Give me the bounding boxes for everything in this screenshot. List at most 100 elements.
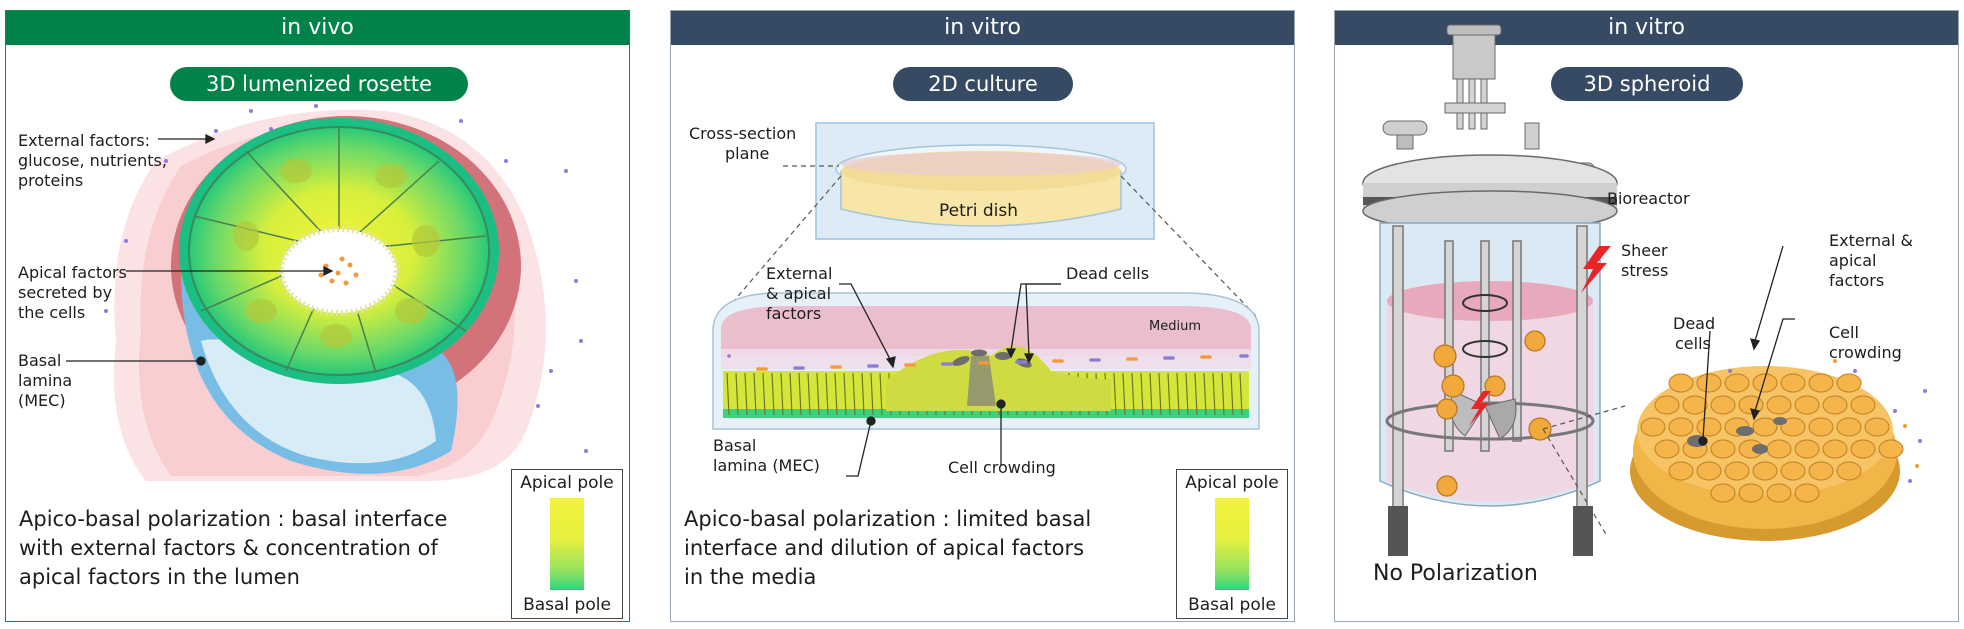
spheroid-cell (1822, 395, 1848, 415)
spheroid-cell (1794, 395, 1820, 415)
spheroid-cell (1738, 395, 1764, 415)
spheroid-cell (1808, 373, 1834, 393)
cell-boundary (753, 372, 757, 416)
cell-boundary (879, 372, 883, 416)
spheroid-cell (1780, 461, 1806, 481)
cell-boundary (1203, 372, 1207, 416)
floating-spheroids (1433, 330, 1552, 497)
spheroid-cell (1780, 417, 1806, 437)
cell-boundary (843, 372, 847, 416)
cell-boundary (825, 372, 829, 416)
spheroid-cell (1654, 439, 1680, 459)
spheroid-cell (1766, 483, 1792, 503)
spheroid-cell (1724, 461, 1750, 481)
factor-dot (1239, 354, 1243, 358)
leader-lines (1698, 245, 1795, 446)
factor-dot (727, 354, 731, 358)
factor-dot (1126, 357, 1130, 361)
cell-boundary (1221, 372, 1225, 416)
spheroid-cell (1766, 395, 1792, 415)
panel-header: in vitro (671, 11, 1294, 45)
spheroid-cell (1668, 417, 1694, 437)
leader-lines (839, 283, 1061, 477)
leader-lines (66, 133, 334, 366)
factor-dot (978, 361, 982, 365)
panel-3d-spheroid: in vitro 3D spheroid (1334, 10, 1959, 622)
cell-boundary (744, 372, 748, 416)
lightning-icon (1581, 246, 1611, 293)
cell-boundary (852, 372, 856, 416)
spheroid-cell (1808, 461, 1834, 481)
cell-boundary (1230, 372, 1234, 416)
cell-boundary (771, 372, 775, 416)
spheroid-cell (1738, 483, 1764, 503)
label-external-factors: External factors: glucose, nutrients, pr… (18, 131, 167, 190)
label-dead-cells: Dead cells (1066, 264, 1150, 283)
cell-boundary (1149, 372, 1153, 416)
spheroid-cell (1850, 395, 1876, 415)
label-basal-lamina: Basal lamina (MEC) (18, 351, 73, 410)
factor-dot (1200, 355, 1204, 359)
label-dead-cells: Dead cells (1673, 314, 1716, 353)
cell-boundary (1212, 372, 1216, 416)
label-petri-dish: Petri dish (939, 201, 1019, 221)
external-factor-dots (1728, 369, 1927, 483)
panel-pill: 3D spheroid (1551, 67, 1743, 101)
spheroid-cell (1696, 373, 1722, 393)
caption-no-polarization: No Polarization (1373, 561, 1538, 586)
dead-cells (952, 349, 1032, 406)
legend-apical-pole: Apical pole (1185, 473, 1279, 493)
spheroid-cell (1878, 439, 1904, 459)
spheroid-cell (1710, 395, 1736, 415)
factor-dot (1052, 359, 1056, 363)
spheroid-cell (1668, 461, 1694, 481)
cell-boundary (807, 372, 811, 416)
spheroid-cell (1696, 461, 1722, 481)
spheroid-cell (1640, 417, 1666, 437)
factor-dot (941, 362, 945, 366)
spheroid-cell (1752, 461, 1778, 481)
panel-pill: 2D culture (893, 67, 1073, 101)
panel-pill: 3D lumenized rosette (170, 67, 468, 101)
cell-boundary (1194, 372, 1198, 416)
spheroid-cell (1808, 417, 1834, 437)
factor-dot (904, 363, 908, 367)
bioreactor-illustration (1362, 24, 1927, 556)
spheroid-cell (1696, 417, 1722, 437)
cell-boundary (1131, 372, 1135, 416)
factor-dot (756, 367, 760, 371)
label-basal-lamina: Basal lamina (MEC) (713, 436, 820, 475)
factor-dot (830, 365, 834, 369)
factor-dot (1015, 360, 1019, 364)
cell-boundary (1140, 372, 1144, 416)
legend-apical-pole: Apical pole (520, 473, 614, 493)
cell-boundary (1167, 372, 1171, 416)
spheroid-cell (1710, 439, 1736, 459)
cell-boundary (816, 372, 820, 416)
panel-2d-culture: in vitro 2D culture (670, 10, 1295, 622)
caption-2d-culture: Apico-basal polarization : limited basal… (684, 507, 1092, 589)
label-bioreactor: Bioreactor (1607, 189, 1690, 208)
spheroid-cell (1724, 373, 1750, 393)
cell-boundary (726, 372, 730, 416)
cell-boundary (861, 372, 865, 416)
polarity-legend: Apical pole Basal pole (1176, 469, 1288, 619)
spheroid-cell (1794, 483, 1820, 503)
polarity-legend: Apical pole Basal pole (511, 469, 623, 619)
spheroid-cell (1822, 439, 1848, 459)
cell-boundary (1176, 372, 1180, 416)
panel-header: in vitro (1335, 11, 1958, 45)
spheroid-cell (1836, 373, 1862, 393)
spheroid-cell (1752, 373, 1778, 393)
spheroid-cell (1710, 483, 1736, 503)
factor-dot (1163, 356, 1167, 360)
spheroid-cell (1654, 395, 1680, 415)
spheroid-cell (1766, 439, 1792, 459)
cell-boundary (870, 372, 874, 416)
label-external-apical: External & apical factors (766, 264, 833, 323)
cell-boundary (735, 372, 739, 416)
label-apical-factors: Apical factors secreted by the cells (18, 263, 127, 322)
cell-boundary (762, 372, 766, 416)
cell-boundary (834, 372, 838, 416)
caption-in-vivo: Apico-basal polarization : basal interfa… (19, 507, 448, 589)
